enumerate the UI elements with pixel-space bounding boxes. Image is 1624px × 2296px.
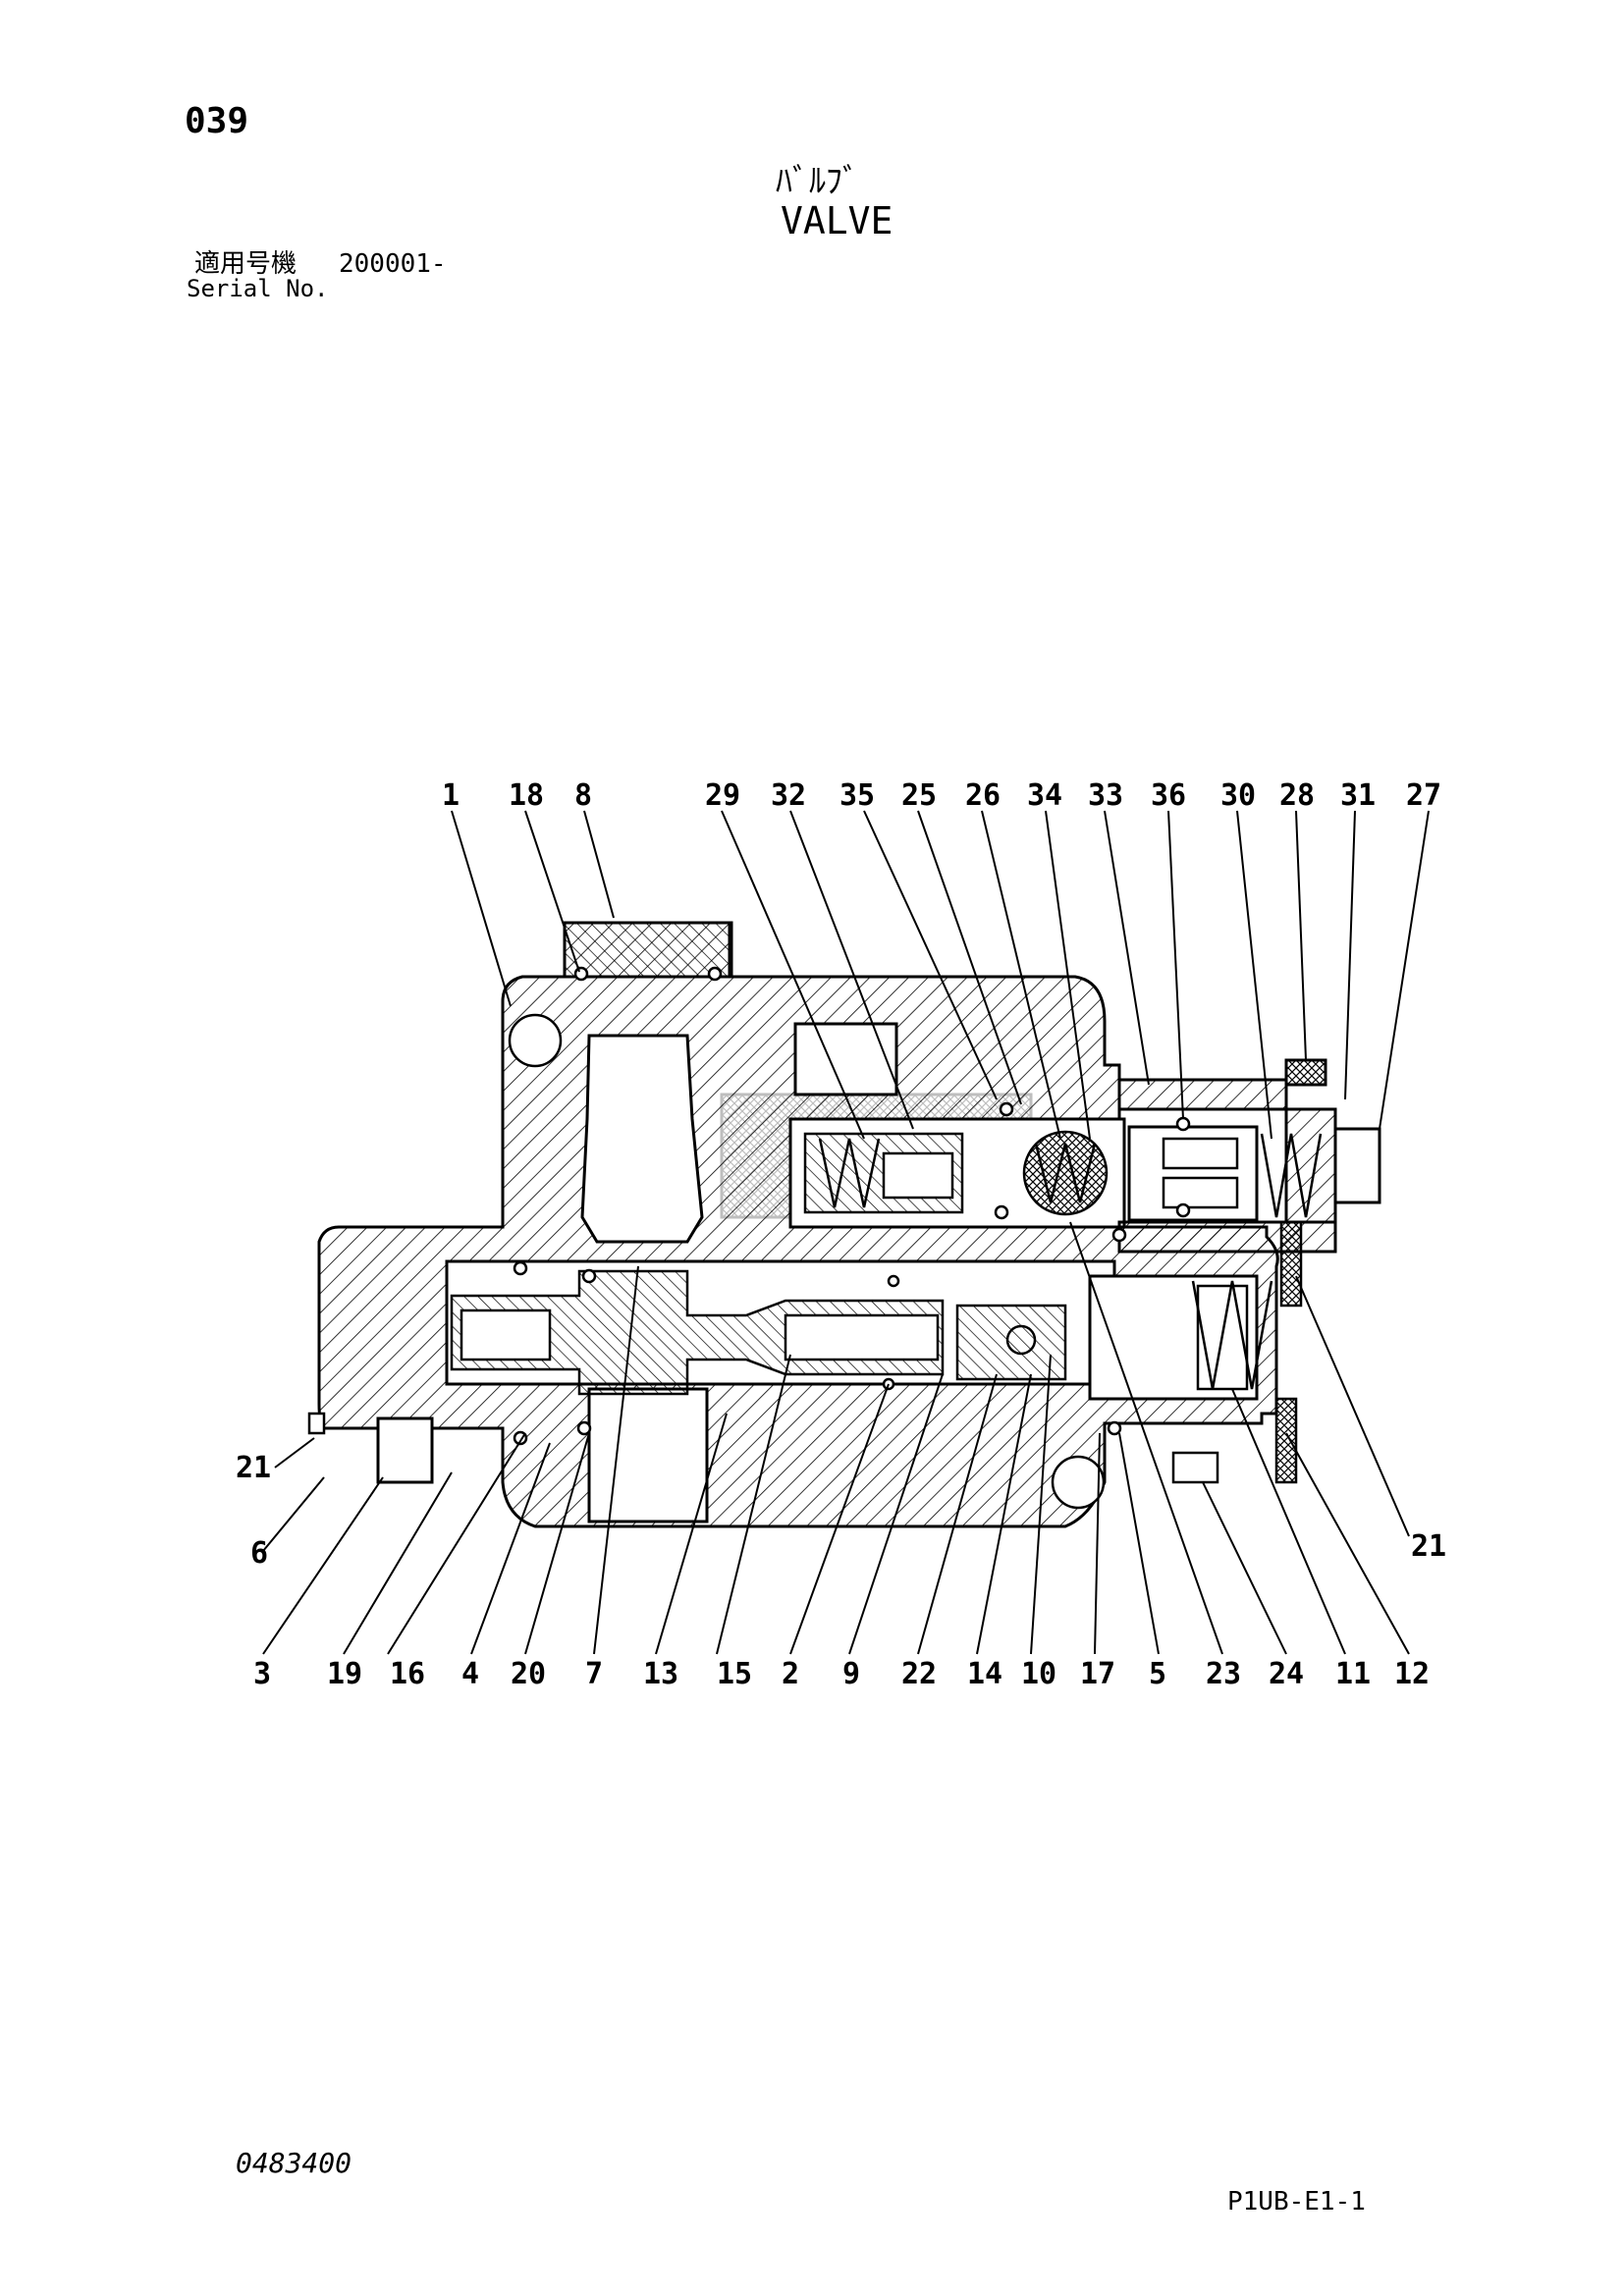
- callout-labels-top: 1 18 8 29 32 35 25 26 34 33 36 30 28 31 …: [442, 778, 1441, 813]
- title-japanese: ﾊﾞﾙﾌﾞ: [776, 162, 859, 201]
- callout-label: 18: [509, 778, 544, 813]
- callout-label: 8: [574, 778, 592, 813]
- document-code: 0483400: [236, 2147, 352, 2179]
- callout-label: 24: [1269, 1657, 1304, 1691]
- callout-label: 25: [901, 778, 937, 813]
- callout-label: 36: [1151, 778, 1186, 813]
- top-port-flange: [563, 921, 731, 979]
- page-number: 039: [185, 101, 249, 141]
- callout-label: 15: [717, 1657, 752, 1691]
- callout-label: 6: [250, 1536, 268, 1571]
- serial-label-english: Serial No.: [187, 275, 329, 302]
- callout-label: 27: [1406, 778, 1441, 813]
- callout-label: 23: [1206, 1657, 1241, 1691]
- serial-label-japanese: 適用号機: [194, 249, 298, 279]
- callout-label: 9: [842, 1657, 860, 1691]
- callout-label: 30: [1220, 778, 1256, 813]
- title-english: VALVE: [781, 199, 893, 242]
- callout-label: 21: [1411, 1529, 1446, 1564]
- callout-labels-bottom: 3 19 16 4 20 7 13 15 2 9 22 14 10 17 5 2…: [253, 1657, 1430, 1691]
- callout-label: 7: [585, 1657, 603, 1691]
- callout-labels-side: 21 6 21: [236, 1451, 1446, 1571]
- springs: [818, 1133, 1323, 1390]
- callout-label: 11: [1335, 1657, 1371, 1691]
- callout-label: 4: [461, 1657, 479, 1691]
- side-plugs: [307, 1220, 1303, 1484]
- callout-label: 35: [839, 778, 875, 813]
- callout-label: 14: [967, 1657, 1002, 1691]
- callout-label: 12: [1394, 1657, 1430, 1691]
- callout-label: 21: [236, 1451, 271, 1485]
- callout-label: 19: [327, 1657, 362, 1691]
- callout-label: 34: [1027, 778, 1062, 813]
- sheet-code: P1UB-E1-1: [1227, 2187, 1366, 2216]
- callout-label: 10: [1021, 1657, 1056, 1691]
- callout-label: 29: [705, 778, 740, 813]
- callout-label: 31: [1340, 778, 1376, 813]
- callout-label: 5: [1149, 1657, 1166, 1691]
- callout-label: 33: [1088, 778, 1123, 813]
- serial-value: 200001-: [339, 249, 447, 279]
- callout-label: 28: [1279, 778, 1315, 813]
- callout-label: 1: [442, 778, 460, 813]
- callout-label: 32: [771, 778, 806, 813]
- callout-label: 26: [965, 778, 1001, 813]
- callout-label: 3: [253, 1657, 271, 1691]
- callout-label: 2: [782, 1657, 799, 1691]
- callout-label: 17: [1080, 1657, 1115, 1691]
- spool-assembly: [450, 1130, 1249, 1396]
- callout-label: 13: [643, 1657, 678, 1691]
- callout-label: 16: [390, 1657, 425, 1691]
- callout-label: 20: [511, 1657, 546, 1691]
- leader-lines: [262, 810, 1430, 1655]
- callout-label: 22: [901, 1657, 937, 1691]
